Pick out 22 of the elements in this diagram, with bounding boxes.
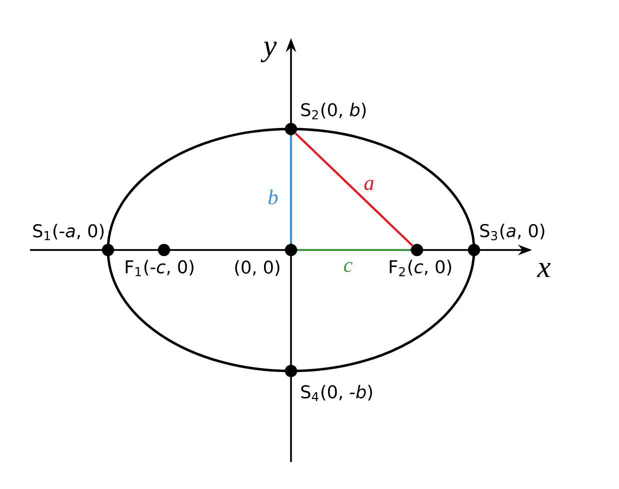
point-dot [410, 244, 424, 256]
point-label: F$_{1}$(-c, 0) [126, 260, 194, 276]
axis-label: x [536, 263, 551, 277]
point-dot [284, 122, 298, 136]
axis-label: y [260, 42, 277, 62]
line-segment [290, 136, 292, 244]
edge-label: b [266, 188, 280, 206]
point-label: S$_{2}$(0, b) [301, 102, 366, 120]
point-label: S$_{4}$(0, -b) [301, 384, 372, 402]
line-segment [294, 132, 414, 246]
line-segment [298, 248, 410, 252]
point-label: (0, 0) [235, 260, 280, 276]
edge-label: c [342, 260, 354, 274]
point-dot [284, 244, 298, 256]
point-label: F$_{2}$(c, 0) [390, 260, 452, 276]
edge-label: a [362, 178, 376, 192]
point-dot [158, 244, 170, 256]
point-dot [284, 364, 298, 378]
point-dot [102, 244, 114, 256]
point-label: S$_{3}$(a, 0) [480, 224, 544, 240]
point-dot [468, 244, 480, 256]
point-label: S$_{1}$(-a, 0) [33, 224, 104, 240]
